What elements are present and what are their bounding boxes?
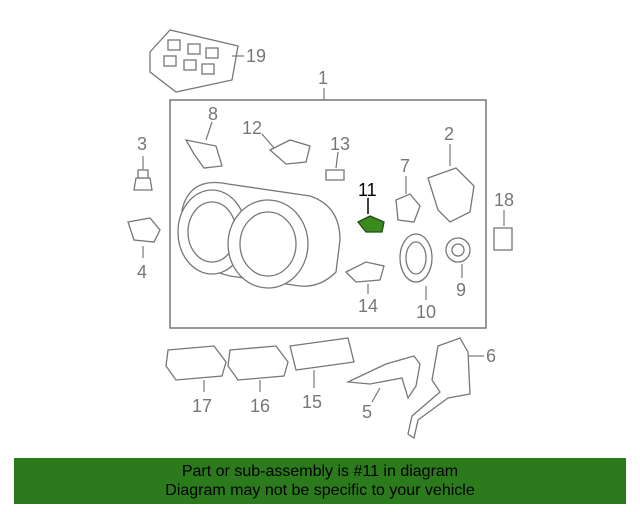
headlamp-assembly-frame — [169, 99, 487, 329]
part-15-module[interactable] — [289, 337, 355, 371]
part-17-ballast[interactable] — [165, 345, 227, 381]
part-5-bracket[interactable] — [345, 355, 421, 400]
callout-18: 18 — [494, 190, 514, 210]
part-3-screw[interactable] — [133, 169, 153, 191]
part-6-bracket[interactable] — [407, 337, 471, 440]
parts-diagram: 19 1 8 12 13 11 7 2 — [127, 29, 514, 440]
callout-13: 13 — [330, 134, 350, 154]
footer-banner: Part or sub-assembly is #11 in diagram D… — [14, 458, 626, 504]
callout-7: 7 — [400, 156, 410, 176]
part-18-clip[interactable] — [493, 227, 513, 251]
part-7-socket[interactable] — [395, 193, 421, 223]
part-13-bulb[interactable] — [325, 169, 345, 181]
callout-19: 19 — [246, 46, 266, 66]
callout-10: 10 — [416, 302, 436, 322]
footer-line-2: Diagram may not be specific to your vehi… — [165, 482, 475, 499]
callout-8: 8 — [208, 104, 218, 124]
part-4-clip[interactable] — [127, 217, 161, 243]
callout-2: 2 — [444, 124, 454, 144]
callout-15: 15 — [302, 392, 322, 412]
part-12-bulb[interactable] — [268, 139, 311, 165]
part-8-bulb[interactable] — [184, 139, 223, 169]
part-16-ballast[interactable] — [227, 345, 289, 381]
callout-11: 11 — [358, 180, 377, 200]
callout-6: 6 — [486, 346, 496, 366]
part-14-bulb[interactable] — [344, 261, 385, 283]
callout-14: 14 — [358, 296, 378, 316]
footer-line-1: Part or sub-assembly is #11 in diagram — [181, 463, 459, 480]
part-19-connector[interactable] — [149, 29, 239, 93]
callout-4: 4 — [137, 262, 147, 282]
callout-3: 3 — [137, 134, 147, 154]
part-10-gasket[interactable] — [399, 233, 433, 283]
callout-16: 16 — [250, 396, 270, 416]
part-1-headlamp-housing[interactable] — [177, 181, 341, 289]
callout-5: 5 — [362, 402, 372, 422]
part-2-cover[interactable] — [427, 167, 475, 223]
callout-9: 9 — [456, 280, 466, 300]
callout-17: 17 — [192, 396, 212, 416]
part-11-bulb-highlighted[interactable] — [356, 215, 385, 233]
callout-1: 1 — [318, 68, 328, 88]
part-9-cap[interactable] — [445, 237, 471, 263]
callout-12: 12 — [242, 118, 262, 138]
